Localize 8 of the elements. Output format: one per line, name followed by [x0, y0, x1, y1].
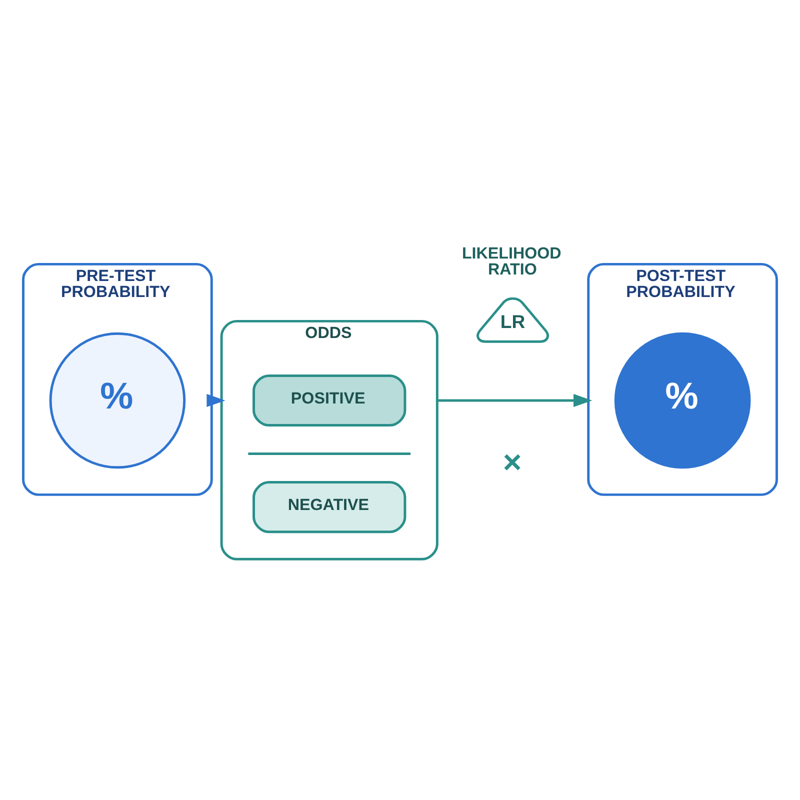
arrow — [206, 393, 226, 407]
node-label: LIKELIHOOD RATIO — [462, 244, 562, 278]
node-circle: % — [614, 332, 751, 468]
arrow — [437, 393, 592, 407]
label: × — [502, 443, 522, 480]
node-box: POSITIVE — [252, 374, 406, 426]
node-circle: % — [49, 332, 186, 468]
node-box: NEGATIVE — [252, 480, 406, 533]
